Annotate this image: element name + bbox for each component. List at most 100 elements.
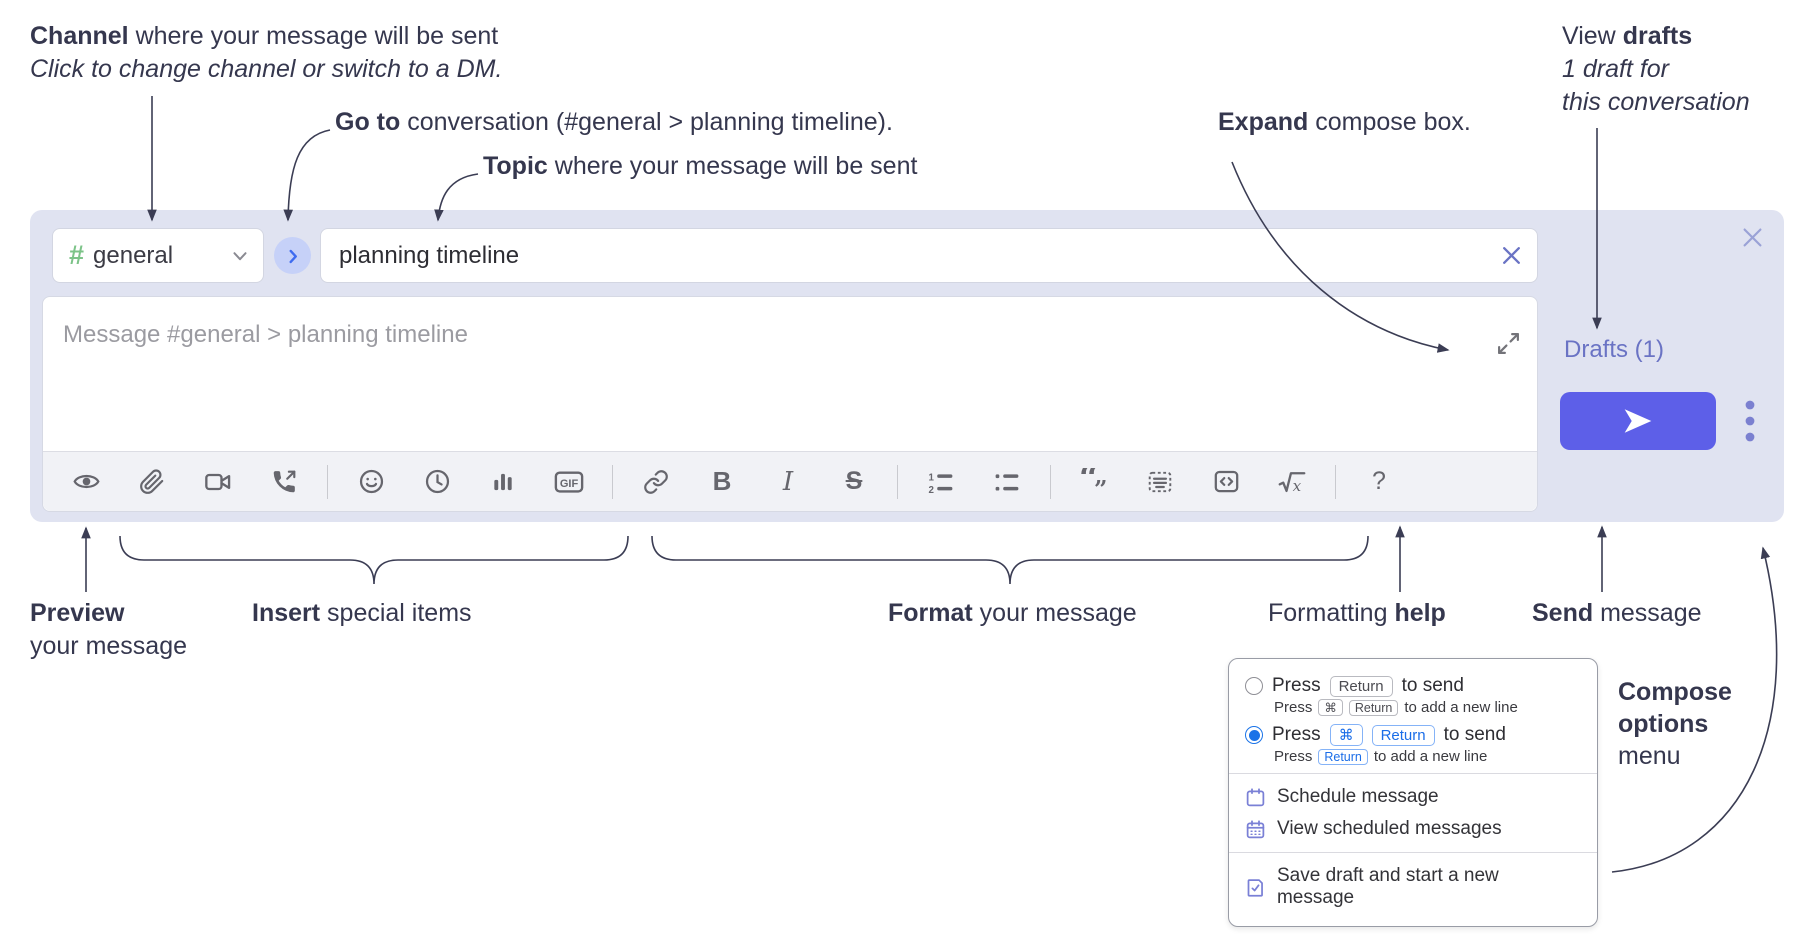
annotation-compose-options: Compose options menu xyxy=(1618,678,1732,770)
bulleted-list-button[interactable] xyxy=(984,459,1030,505)
message-formatting-help-button[interactable]: ? xyxy=(1356,459,1402,505)
toolbar-divider xyxy=(327,464,328,499)
channel-name: general xyxy=(93,241,174,269)
toolbar-divider xyxy=(612,464,613,499)
math-latex-icon: x xyxy=(1278,471,1306,494)
kbd-cmd: ⌘ xyxy=(1329,724,1363,746)
audio-call-button[interactable] xyxy=(261,459,307,505)
poll-button[interactable] xyxy=(480,459,526,505)
vertical-ellipsis-icon xyxy=(1745,400,1755,442)
topic-field-wrap xyxy=(320,228,1538,283)
annotation-formatting-help: Formatting help xyxy=(1268,599,1446,627)
close-icon xyxy=(1503,247,1520,264)
drafts-link[interactable]: Drafts (1) xyxy=(1564,336,1665,363)
go-to-conversation-button[interactable] xyxy=(274,237,311,274)
annotation-insert: Insert special items xyxy=(252,599,472,627)
option-text: to send xyxy=(1443,724,1506,745)
kbd-return: Return xyxy=(1318,748,1368,765)
bar-chart-icon xyxy=(494,473,512,490)
enter-sends-option-subtext: Press ⌘ Return to add a new line xyxy=(1274,699,1518,716)
enter-sends-option[interactable]: Press Return to send xyxy=(1245,675,1581,697)
toolbar-divider xyxy=(897,464,898,499)
message-textarea[interactable] xyxy=(43,297,1537,453)
compose-options-menu-button[interactable] xyxy=(1742,398,1758,449)
kbd-return: Return xyxy=(1329,675,1393,697)
kbd-return: Return xyxy=(1348,699,1399,716)
radio-unselected-icon[interactable] xyxy=(1245,677,1263,695)
eye-icon xyxy=(72,474,100,489)
svg-text:GIF: GIF xyxy=(560,477,579,489)
chevron-right-icon xyxy=(289,249,297,263)
close-compose-button[interactable] xyxy=(1739,224,1766,256)
gif-icon: GIF xyxy=(554,470,584,493)
video-camera-icon xyxy=(205,473,231,490)
message-box: GIF B I S 12 “” xyxy=(42,296,1538,512)
expand-compose-button[interactable] xyxy=(1496,331,1521,361)
menu-item-save-draft[interactable]: Save draft and start a new message xyxy=(1245,860,1581,914)
kbd-cmd: ⌘ xyxy=(1318,699,1343,716)
option-text: Press xyxy=(1272,724,1321,745)
toolbar-divider xyxy=(1335,464,1336,499)
italic-icon: I xyxy=(782,466,794,497)
spoiler-icon xyxy=(1148,471,1172,492)
spoiler-button[interactable] xyxy=(1137,459,1183,505)
annotation-send: Send message xyxy=(1532,599,1702,627)
menu-item-view-scheduled-messages[interactable]: View scheduled messages xyxy=(1245,813,1581,845)
bulleted-list-icon xyxy=(995,473,1019,491)
bold-icon: B xyxy=(712,466,732,496)
annotation-preview: Preview your message xyxy=(30,599,188,660)
menu-divider xyxy=(1229,852,1597,853)
topic-input[interactable] xyxy=(320,228,1538,283)
svg-text:“: “ xyxy=(1080,468,1099,496)
svg-text:2: 2 xyxy=(929,484,935,494)
send-paper-plane-icon xyxy=(1624,409,1652,433)
bold-button[interactable]: B xyxy=(699,459,745,505)
radio-selected-icon[interactable] xyxy=(1245,726,1263,744)
paperclip-icon xyxy=(140,468,164,494)
menu-item-schedule-message[interactable]: Schedule message xyxy=(1245,781,1581,813)
annotation-format: Format your message xyxy=(888,599,1137,627)
question-mark-icon: ? xyxy=(1372,467,1386,495)
annotation-topic: Topic where your message will be sent xyxy=(483,152,918,180)
emoji-button[interactable] xyxy=(348,459,394,505)
toolbar-divider xyxy=(1050,464,1051,499)
link-button[interactable] xyxy=(633,459,679,505)
link-icon xyxy=(644,469,668,494)
quote-icon: “” xyxy=(1080,468,1107,496)
code-icon xyxy=(1214,470,1238,493)
video-call-button[interactable] xyxy=(195,459,241,505)
menu-divider xyxy=(1229,773,1597,774)
option-text: to send xyxy=(1401,675,1464,696)
code-button[interactable] xyxy=(1203,459,1249,505)
cmd-enter-sends-option-subtext: Press Return to add a new line xyxy=(1274,748,1488,765)
preview-button[interactable] xyxy=(63,459,109,505)
compose-box: # general xyxy=(30,210,1784,522)
strikethrough-icon: S xyxy=(845,467,863,495)
channel-selector[interactable]: # general xyxy=(52,228,264,283)
kbd-return: Return xyxy=(1371,724,1435,746)
smiley-icon xyxy=(359,469,383,494)
send-button[interactable] xyxy=(1560,392,1716,450)
global-time-button[interactable] xyxy=(414,459,460,505)
svg-text:”: ” xyxy=(1094,475,1107,496)
gif-button[interactable]: GIF xyxy=(546,459,592,505)
channel-hash-icon: # xyxy=(69,240,85,270)
document-check-icon xyxy=(1247,878,1263,897)
quote-button[interactable]: “” xyxy=(1071,459,1117,505)
annotation-expand: Expand compose box. xyxy=(1218,108,1471,136)
math-button[interactable]: x xyxy=(1269,459,1315,505)
topic-clear-button[interactable] xyxy=(1499,243,1524,273)
phone-outgoing-icon xyxy=(273,470,296,492)
italic-button[interactable]: I xyxy=(765,459,811,505)
attach-file-button[interactable] xyxy=(129,459,175,505)
calendar-icon xyxy=(1246,787,1265,806)
annotation-goto: Go to conversation (#general > planning … xyxy=(335,108,893,136)
expand-diagonal-icon xyxy=(1498,333,1519,354)
calendar-grid-icon xyxy=(1246,819,1265,838)
enter-sends-popup: Press Return to send Press ⌘ Return to a… xyxy=(1228,658,1598,927)
cmd-enter-sends-option[interactable]: Press ⌘ Return to send xyxy=(1245,724,1581,746)
strikethrough-button[interactable]: S xyxy=(831,459,877,505)
